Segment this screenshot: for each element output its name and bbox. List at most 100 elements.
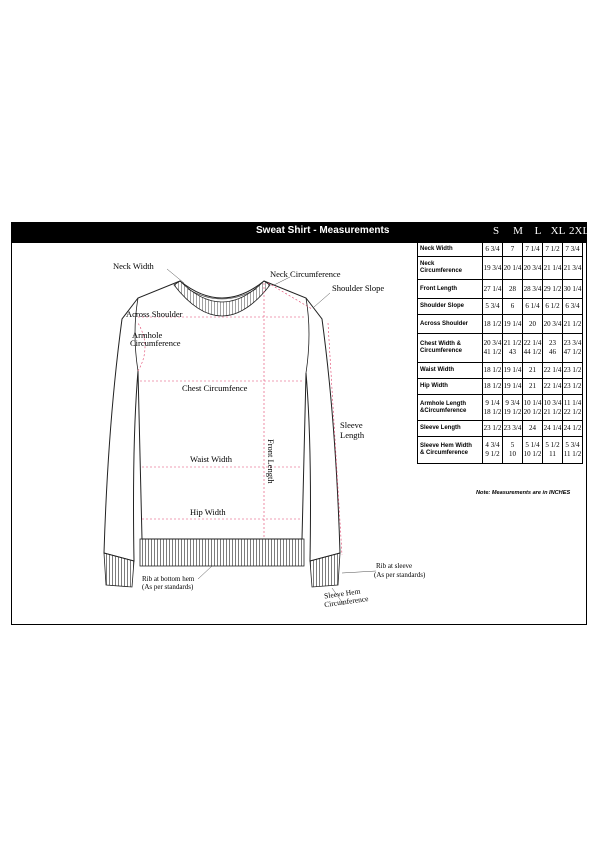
measurement-value-line: 6 bbox=[510, 302, 515, 310]
measurement-value: 6 1/2 bbox=[542, 298, 563, 315]
measurement-value-line: 22 1/4 bbox=[523, 339, 542, 347]
measurement-value: 23 1/2 bbox=[562, 362, 583, 379]
measurement-name-line: Neck Width bbox=[420, 245, 453, 252]
measurement-value: 19 1/4 bbox=[502, 378, 523, 395]
measurement-value-line: 21 1/4 bbox=[543, 263, 562, 272]
measurement-value: 6 bbox=[502, 298, 523, 315]
measurement-value-line: 21 1/2 bbox=[543, 407, 562, 416]
measurement-name-line: Sleeve Length bbox=[420, 425, 461, 431]
measurement-value-line: 46 bbox=[549, 348, 556, 356]
measurement-name-line: Across Shoulder bbox=[420, 320, 469, 327]
measurement-value: 21 1/2 bbox=[562, 314, 583, 334]
measurement-value-line: 5 3/4 bbox=[565, 441, 580, 449]
measurement-value-line: 30 1/4 bbox=[563, 284, 582, 293]
measurement-name: Armhole Length&Circumference bbox=[417, 394, 483, 421]
measurement-name-line: Waist Width bbox=[420, 367, 455, 373]
measurement-value-line: 19 1/4 bbox=[503, 319, 522, 328]
measurement-value: 19 1/4 bbox=[502, 314, 523, 334]
measurement-name: Chest Width &Circumference bbox=[417, 333, 483, 363]
measurement-value: 19 3/4 bbox=[482, 256, 503, 280]
measurement-name-line: Circumference bbox=[420, 348, 463, 354]
bottom-hem-rib bbox=[139, 538, 305, 567]
size-header-s: S bbox=[492, 225, 500, 237]
measurement-value-line: 4 3/4 bbox=[485, 441, 500, 449]
measurement-value-line: 23 1/2 bbox=[483, 424, 502, 432]
measurement-value-line: 27 1/4 bbox=[483, 284, 502, 293]
measurement-name: Hip Width bbox=[417, 378, 483, 395]
measurement-value-line: 6 3/4 bbox=[565, 302, 580, 310]
measurement-name-line: Hip Width bbox=[420, 383, 448, 389]
measurement-name: Sleeve Hem Width& Circumference bbox=[417, 436, 483, 464]
measurement-value: 20 3/4 bbox=[542, 314, 563, 334]
label-armhole: Armhole bbox=[132, 330, 163, 340]
measurement-value-line: 41 1/2 bbox=[483, 348, 502, 356]
measurement-value-line: 24 1/4 bbox=[543, 424, 562, 432]
label-rib-bottom-standard: (As per standards) bbox=[142, 583, 194, 591]
measurement-name-line: & Circumference bbox=[420, 450, 469, 456]
label-front-length: Front Length bbox=[266, 439, 276, 484]
label-armhole-circumference: Circumference bbox=[130, 338, 181, 348]
measurement-value: 6 3/4 bbox=[562, 298, 583, 315]
size-header-xl: XL bbox=[550, 225, 566, 237]
measurement-value: 28 bbox=[502, 279, 523, 299]
measurement-name: Sleeve Length bbox=[417, 420, 483, 437]
measurement-value: 29 1/2 bbox=[542, 279, 563, 299]
measurement-value: 7 bbox=[502, 241, 523, 257]
measurement-value-line: 6 3/4 bbox=[485, 244, 500, 253]
measurement-value: 20 3/4 bbox=[522, 256, 543, 280]
measurement-value-line: 5 bbox=[510, 441, 515, 449]
measurement-value-line: 24 1/2 bbox=[563, 424, 582, 432]
measurement-value-line: 23 1/2 bbox=[563, 382, 582, 390]
measurement-value: 21 1/4 bbox=[542, 256, 563, 280]
measurement-value: 20 1/4 bbox=[502, 256, 523, 280]
label-rib-sleeve-standard: (As per standards) bbox=[374, 571, 426, 579]
measurement-value-line: 43 bbox=[509, 348, 516, 356]
measurement-value: 5 3/4 bbox=[482, 298, 503, 315]
label-neck-width: Neck Width bbox=[113, 261, 154, 271]
measurement-value-line: 7 bbox=[510, 244, 515, 253]
measurement-value-line: 6 1/4 bbox=[525, 302, 540, 310]
measurement-name-line: Chest Width & bbox=[420, 341, 461, 347]
measurement-value-line: 19 1/2 bbox=[503, 407, 522, 416]
size-header-m: M bbox=[513, 225, 523, 237]
label-shoulder-slope: Shoulder Slope bbox=[332, 283, 385, 293]
measurement-value: 23 3/4 bbox=[502, 420, 523, 437]
measurement-value: 22 1/4 bbox=[542, 362, 563, 379]
measurement-value-line: 21 3/4 bbox=[563, 263, 582, 272]
measurement-value-line: 23 3/4 bbox=[503, 424, 522, 432]
measurement-value-line: 10 bbox=[509, 450, 516, 458]
measurement-value-line: 18 1/2 bbox=[483, 407, 502, 416]
measurement-name-line: Shoulder Slope bbox=[420, 303, 465, 309]
measurement-value-line: 23 bbox=[549, 339, 556, 347]
measurement-value-line: 19 1/4 bbox=[503, 366, 522, 374]
measurement-value-line: 20 3/4 bbox=[483, 339, 502, 347]
measurement-value-line: 10 1/2 bbox=[523, 450, 542, 458]
measurement-name-line: Sleeve Hem Width bbox=[420, 443, 472, 449]
measurement-value-line: 21 bbox=[529, 366, 536, 374]
measurement-value-line: 21 bbox=[529, 382, 536, 390]
measurement-name: Shoulder Slope bbox=[417, 298, 483, 315]
measurement-name-line: &Circumference bbox=[420, 407, 467, 414]
label-rib-bottom: Rib at bottom hem bbox=[142, 575, 195, 583]
measurement-value-line: 44 1/2 bbox=[523, 348, 542, 356]
measurement-value: 21 bbox=[522, 362, 543, 379]
measurement-value-line: 9 1/2 bbox=[485, 450, 500, 458]
measurement-value-line: 20 bbox=[529, 319, 536, 328]
label-sleeve: Sleeve bbox=[340, 420, 363, 430]
measurement-value-line: 20 3/4 bbox=[523, 263, 542, 272]
measurement-value-line: 21 1/2 bbox=[563, 319, 582, 328]
sweatshirt-technical-drawing bbox=[103, 268, 377, 606]
